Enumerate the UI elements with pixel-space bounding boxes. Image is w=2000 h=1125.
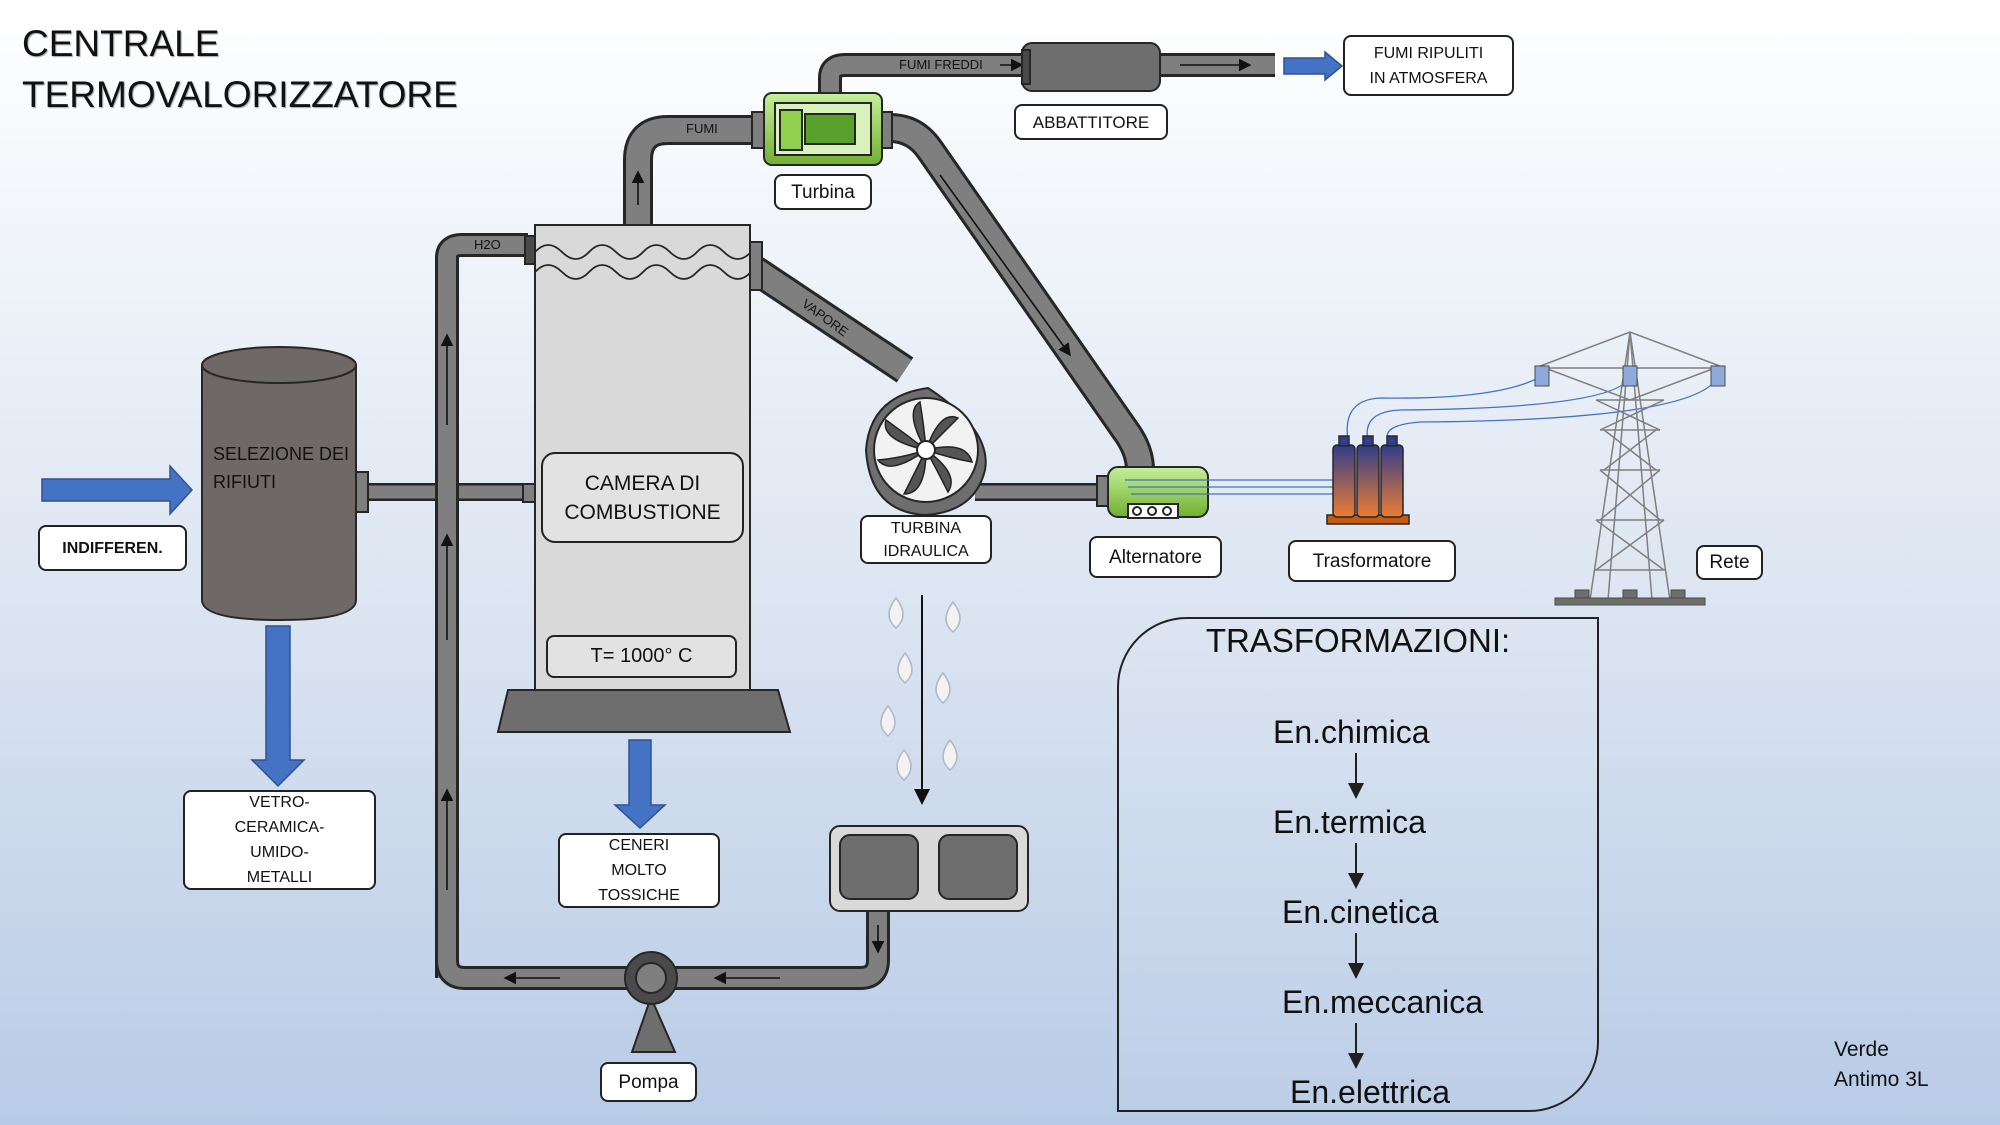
ceneri-line-1: CENERI	[608, 837, 670, 854]
vetro-line-2: CERAMICA-	[234, 819, 325, 836]
temperature-text: T= 1000° C	[590, 645, 693, 667]
output-arrow-fumi	[1283, 50, 1344, 82]
ceneri-line-3: TOSSICHE	[598, 887, 680, 904]
camera-line-1: CAMERA DI	[584, 471, 701, 495]
input-arrow	[41, 464, 194, 516]
fumi-ripuliti-line-1: FUMI RIPULITI	[1373, 44, 1484, 62]
vetro-line-4: METALLI	[246, 869, 313, 886]
step-elettrica: En.elettrica	[1290, 1074, 1451, 1110]
ceneri-box: CENERI MOLTO TOSSICHE	[558, 833, 720, 908]
page-title: CENTRALE TERMOVALORIZZATORE	[22, 18, 458, 120]
trasformazioni-title: TRASFORMAZIONI:	[1205, 622, 1511, 659]
turbina-idraulica-line-1: TURBINA	[890, 519, 962, 537]
blue-arrows	[41, 50, 1344, 830]
indifferen-text: INDIFFEREN.	[62, 539, 163, 557]
selezione-label: SELEZIONE DEI RIFIUTI	[213, 440, 361, 496]
turbina-box: Turbina	[774, 174, 872, 210]
turbina-text: Turbina	[791, 181, 855, 203]
pipe-h2o-text: H2O	[474, 237, 501, 252]
pipes	[365, 53, 1275, 990]
alternator	[1096, 466, 1210, 519]
title-line-1: CENTRALE	[22, 23, 220, 64]
fumi-ripuliti-line-2: IN ATMOSFERA	[1369, 69, 1488, 87]
pipe-label-h2o: H2O	[474, 237, 501, 252]
trasformatore-text: Trasformatore	[1312, 550, 1432, 572]
vetro-line-3: UMIDO-	[250, 844, 309, 861]
ceneri-line-2: MOLTO	[611, 862, 667, 879]
silo	[201, 346, 369, 622]
pipe-fumi-freddi-text: FUMI FREDDI	[899, 57, 983, 72]
output-arrow-ceneri	[613, 739, 667, 830]
author: Verde Antimo 3L	[1834, 1035, 1929, 1095]
pylon-base	[1554, 589, 1706, 606]
pylon-insulators	[1534, 365, 1726, 387]
pump	[624, 951, 678, 1053]
pompa-box: Pompa	[600, 1062, 697, 1102]
turbina-idraulica-box: TURBINA IDRAULICA	[860, 515, 992, 564]
step-cinetica: En.cinetica	[1282, 894, 1439, 930]
collection-basin	[829, 825, 1029, 912]
selezione-text: SELEZIONE DEI RIFIUTI	[213, 444, 350, 492]
pipe-fumi-text: FUMI	[686, 121, 718, 136]
title-line-2: TERMOVALORIZZATORE	[22, 74, 458, 115]
step-termica: En.termica	[1273, 804, 1426, 840]
indifferen-label: INDIFFEREN.	[38, 525, 187, 571]
trasformazioni-panel	[1117, 617, 1599, 1112]
abbattitore	[1021, 42, 1161, 92]
abbattitore-text: ABBATTITORE	[1032, 112, 1150, 132]
turbina-idraulica-line-2: IDRAULICA	[883, 542, 969, 560]
water-drops	[880, 596, 961, 781]
output-arrow-vetro	[250, 625, 306, 788]
flow-arrows	[440, 58, 1252, 985]
pompa-text: Pompa	[618, 1071, 679, 1093]
step-chimica: En.chimica	[1273, 714, 1430, 750]
vetro-box: VETRO- CERAMICA- UMIDO- METALLI	[183, 790, 376, 890]
pipe-label-fumi-freddi: FUMI FREDDI	[899, 57, 983, 72]
camera-combustione-box: CAMERA DI COMBUSTIONE	[541, 452, 744, 543]
vetro-line-1: VETRO-	[249, 794, 310, 811]
pipe-label-fumi: FUMI	[686, 121, 718, 136]
trasformatore-box: Trasformatore	[1288, 540, 1456, 582]
power-lines	[1210, 375, 1719, 495]
alternatore-text: Alternatore	[1109, 546, 1202, 568]
camera-line-2: COMBUSTIONE	[564, 500, 721, 524]
fumi-ripuliti-box: FUMI RIPULITI IN ATMOSFERA	[1343, 35, 1514, 96]
transformer	[1326, 435, 1410, 525]
temperature-box: T= 1000° C	[546, 635, 737, 678]
author-line-1: Verde	[1834, 1038, 1889, 1061]
abbattitore-box: ABBATTITORE	[1014, 104, 1168, 140]
pipe-water-loop	[435, 233, 528, 978]
rete-box: Rete	[1696, 545, 1763, 580]
step-meccanica: En.meccanica	[1282, 984, 1483, 1020]
turbine	[751, 92, 893, 166]
rete-text: Rete	[1709, 552, 1750, 573]
author-line-2: Antimo 3L	[1834, 1068, 1929, 1091]
alternatore-box: Alternatore	[1089, 536, 1222, 578]
hydraulic-turbine	[864, 386, 987, 517]
